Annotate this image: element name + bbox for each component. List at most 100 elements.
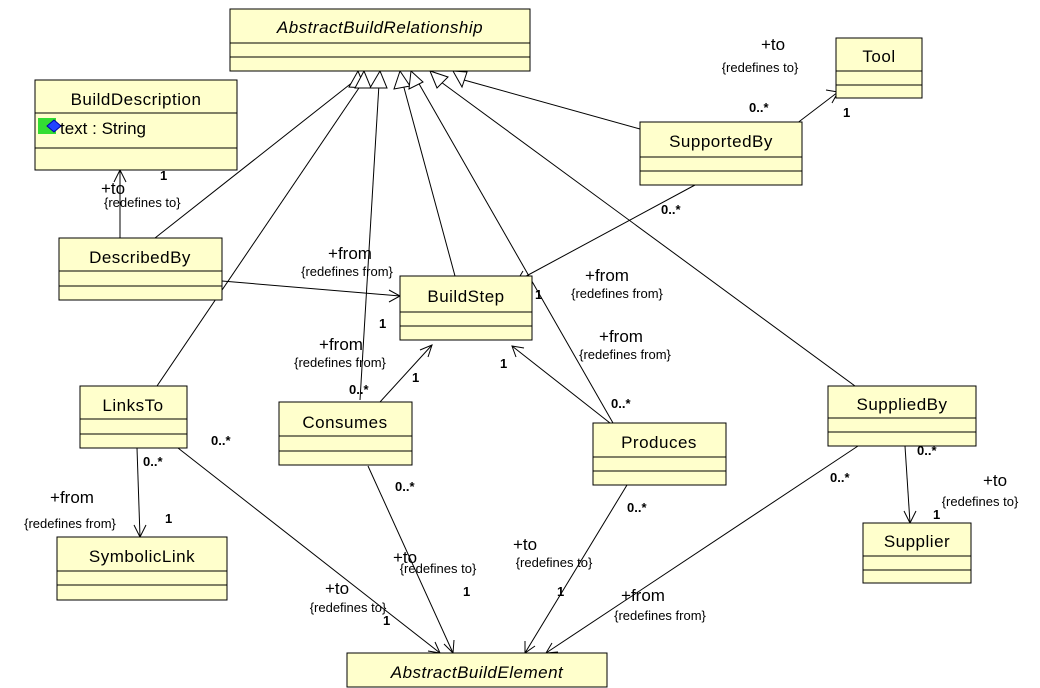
class-tool[interactable]: Tool — [835, 37, 923, 99]
multiplicity-label: 0..* — [611, 396, 631, 411]
multiplicity-label: 0..* — [627, 500, 647, 515]
constraint-label: {redefines from} — [571, 286, 663, 301]
role-label: +to — [761, 35, 785, 54]
multiplicity-label: 1 — [500, 356, 507, 371]
class-name: AbstractBuildRelationship — [276, 18, 483, 37]
class-supported-by[interactable]: SupportedBy — [639, 121, 803, 186]
constraint-label: {redefines from} — [294, 355, 386, 370]
gen-arrowhead-6 — [429, 70, 449, 89]
generalization-arrowheads — [348, 69, 468, 90]
gen-edge-supportedby — [463, 79, 641, 130]
role-label: +to — [513, 535, 537, 554]
class-name: Consumes — [302, 413, 387, 432]
multiplicity-label: 1 — [933, 507, 940, 522]
class-abstract-build-element[interactable]: AbstractBuildElement — [346, 652, 608, 688]
attribute-diamond-icon — [46, 119, 62, 133]
assoc-produces-buildstep — [511, 345, 611, 424]
assoc-supportedby-tool — [795, 91, 839, 125]
role-label: +from — [599, 327, 643, 346]
class-produces[interactable]: Produces — [592, 422, 727, 486]
multiplicity-label: 1 — [535, 287, 542, 302]
role-label: +from — [50, 488, 94, 507]
class-name: SuppliedBy — [856, 395, 947, 414]
multiplicity-label: 0..* — [143, 454, 163, 469]
multiplicity-label: 1 — [557, 584, 564, 599]
class-links-to[interactable]: LinksTo — [79, 385, 188, 449]
class-name: Produces — [621, 433, 697, 452]
gen-edge-produces — [417, 81, 614, 424]
assoc-linksto-element — [177, 447, 441, 654]
assoc-produces-element — [524, 484, 628, 654]
class-name: SupportedBy — [669, 132, 773, 151]
class-name: BuildDescription — [71, 90, 202, 109]
assoc-produces-buildstep-arrow — [511, 345, 525, 358]
multiplicity-label: 1 — [463, 584, 470, 599]
constraint-label: {redefines to} — [104, 195, 181, 210]
assoc-suppliedby-supplier — [904, 445, 911, 524]
class-supplied-by[interactable]: SuppliedBy — [827, 385, 977, 447]
class-supplier[interactable]: Supplier — [862, 522, 972, 584]
multiplicity-label: 1 — [379, 316, 386, 331]
class-name: BuildStep — [427, 287, 504, 306]
constraint-label: {redefines to} — [722, 60, 799, 75]
multiplicity-label: 0..* — [749, 100, 769, 115]
gen-arrowhead-5 — [408, 69, 424, 90]
gen-arrowhead-3 — [369, 69, 388, 89]
constraint-label: {redefines from} — [614, 608, 706, 623]
role-label: +to — [983, 471, 1007, 490]
assoc-consumes-buildstep — [379, 344, 433, 403]
gen-arrowhead-2 — [354, 69, 372, 89]
class-symbolic-link[interactable]: SymbolicLink — [56, 536, 228, 601]
multiplicity-label: 0..* — [661, 202, 681, 217]
assoc-supportedby-buildstep — [516, 184, 696, 282]
class-name: Tool — [862, 47, 895, 66]
role-label: +from — [319, 335, 363, 354]
generalization-edges — [154, 77, 856, 424]
gen-edge-buildstep — [402, 83, 456, 277]
class-build-description[interactable]: BuildDescription text : String — [34, 79, 238, 171]
role-label: +from — [585, 266, 629, 285]
assoc-suppliedby-element — [545, 445, 859, 654]
role-label: +to — [393, 548, 417, 567]
class-described-by[interactable]: DescribedBy — [58, 237, 223, 301]
gen-edge-describedby — [154, 77, 359, 239]
constraint-label: {redefines to} — [516, 555, 593, 570]
gen-arrowhead-4 — [393, 69, 411, 90]
class-name: Supplier — [884, 532, 950, 551]
multiplicity-label: 0..* — [349, 382, 369, 397]
class-build-step[interactable]: BuildStep — [399, 275, 533, 341]
constraint-label: {redefines from} — [24, 516, 116, 531]
multiplicity-label: 1 — [383, 613, 390, 628]
constraint-label: {redefines from} — [579, 347, 671, 362]
role-label: +to — [101, 179, 125, 198]
multiplicity-label: 1 — [412, 370, 419, 385]
role-label: +to — [325, 579, 349, 598]
assoc-consumes-element — [367, 465, 454, 654]
multiplicity-label: 0..* — [395, 479, 415, 494]
class-attribute: text : String — [60, 119, 146, 138]
class-name: DescribedBy — [89, 248, 191, 267]
multiplicity-label: 1 — [165, 511, 172, 526]
constraint-label: {redefines from} — [301, 264, 393, 279]
class-name: SymbolicLink — [89, 547, 195, 566]
gen-edge-consumes — [359, 83, 380, 401]
gen-edge-suppliedby — [440, 81, 856, 387]
class-consumes[interactable]: Consumes — [278, 401, 413, 466]
gen-arrowhead-7 — [452, 70, 468, 89]
multiplicity-label: 1 — [160, 168, 167, 183]
multiplicity-label: 1 — [843, 105, 850, 120]
constraint-label: {redefines to} — [942, 494, 1019, 509]
association-edges — [113, 89, 917, 655]
class-abstract-build-relationship[interactable]: AbstractBuildRelationship — [229, 8, 531, 72]
role-label: +from — [621, 586, 665, 605]
class-name: AbstractBuildElement — [390, 663, 564, 682]
role-label: +from — [328, 244, 372, 263]
multiplicity-label: 0..* — [211, 433, 231, 448]
multiplicity-label: 0..* — [830, 470, 850, 485]
constraint-label: {redefines to} — [400, 561, 477, 576]
assoc-describedby-buildstep — [221, 280, 401, 297]
gen-edge-linksto — [156, 81, 364, 387]
class-name: LinksTo — [102, 396, 163, 415]
assoc-linksto-symboliclink — [136, 447, 141, 538]
